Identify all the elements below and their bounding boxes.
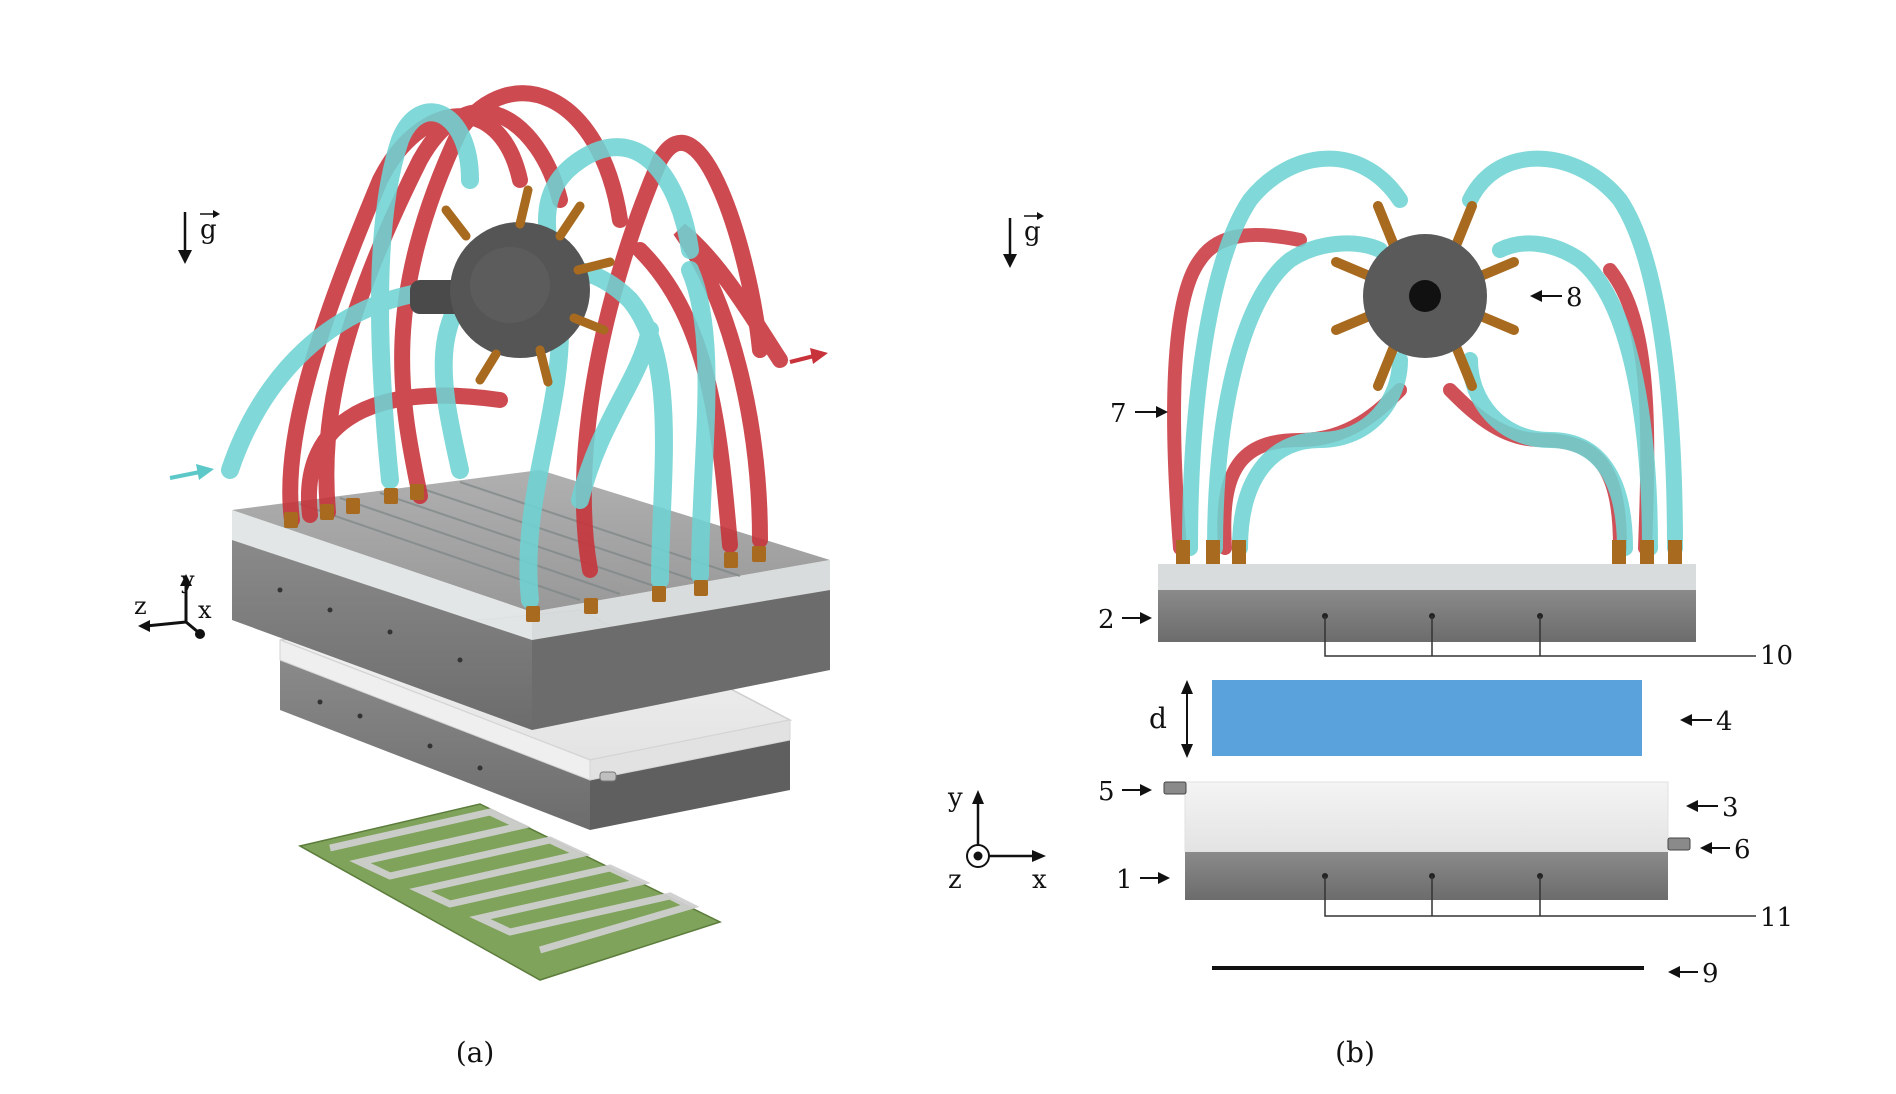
- panel-b-side-view: g: [947, 150, 1793, 1069]
- axis-y-label-b: y: [947, 783, 963, 813]
- callout-labels-b: 7 8 2 10 4 5 3 6 1 11 9: [1098, 283, 1793, 989]
- cyan-arrow-icon: [169, 464, 214, 480]
- axis-x-label-b: x: [1032, 865, 1047, 895]
- axis-y-label-a: y: [180, 566, 195, 594]
- manifold-hub-b: [1331, 201, 1519, 391]
- gravity-label-b: g: [1024, 217, 1041, 247]
- callout-11: 11: [1760, 903, 1793, 933]
- manifold-hub-a: [410, 185, 615, 387]
- gravity-indicator-a: g: [178, 210, 220, 264]
- callout-4: 4: [1716, 707, 1733, 737]
- axis-z-label-a: z: [134, 592, 147, 620]
- callout-6: 6: [1734, 835, 1751, 865]
- callout-1: 1: [1116, 865, 1133, 895]
- callout-10: 10: [1760, 641, 1793, 671]
- callout-arrows-b: [1122, 290, 1730, 978]
- gap-label-d: d: [1149, 702, 1167, 735]
- callout-9: 9: [1702, 959, 1719, 989]
- callout-3: 3: [1722, 793, 1739, 823]
- fittings-a: [284, 484, 766, 622]
- caption-panel-a: (a): [456, 1036, 495, 1069]
- pcb-heater-a: [297, 803, 722, 981]
- panel-a-rendering: g y z x: [134, 85, 830, 1069]
- axis-x-label-a: x: [198, 596, 212, 624]
- gravity-label-a: g: [200, 215, 217, 245]
- callout-2: 2: [1098, 605, 1115, 635]
- axes-triad-b: y z x: [947, 783, 1047, 895]
- callout-8: 8: [1566, 283, 1583, 313]
- gravity-indicator-b: g: [1003, 212, 1044, 268]
- callout-7: 7: [1110, 399, 1127, 429]
- fittings-b: [1176, 540, 1682, 564]
- callout-5: 5: [1098, 777, 1115, 807]
- axes-triad-a: y z x: [134, 566, 212, 639]
- lower-plate-b: [1163, 781, 1756, 917]
- red-arrow-icon: [789, 348, 828, 364]
- gap-indicator-b: d: [1149, 680, 1193, 758]
- cold-tubes-b: [1182, 150, 1683, 556]
- fluid-layer-b: [1212, 680, 1642, 756]
- axis-z-label-b: z: [948, 865, 962, 895]
- upper-plate-b: [1158, 564, 1756, 657]
- caption-panel-b: (b): [1335, 1036, 1375, 1069]
